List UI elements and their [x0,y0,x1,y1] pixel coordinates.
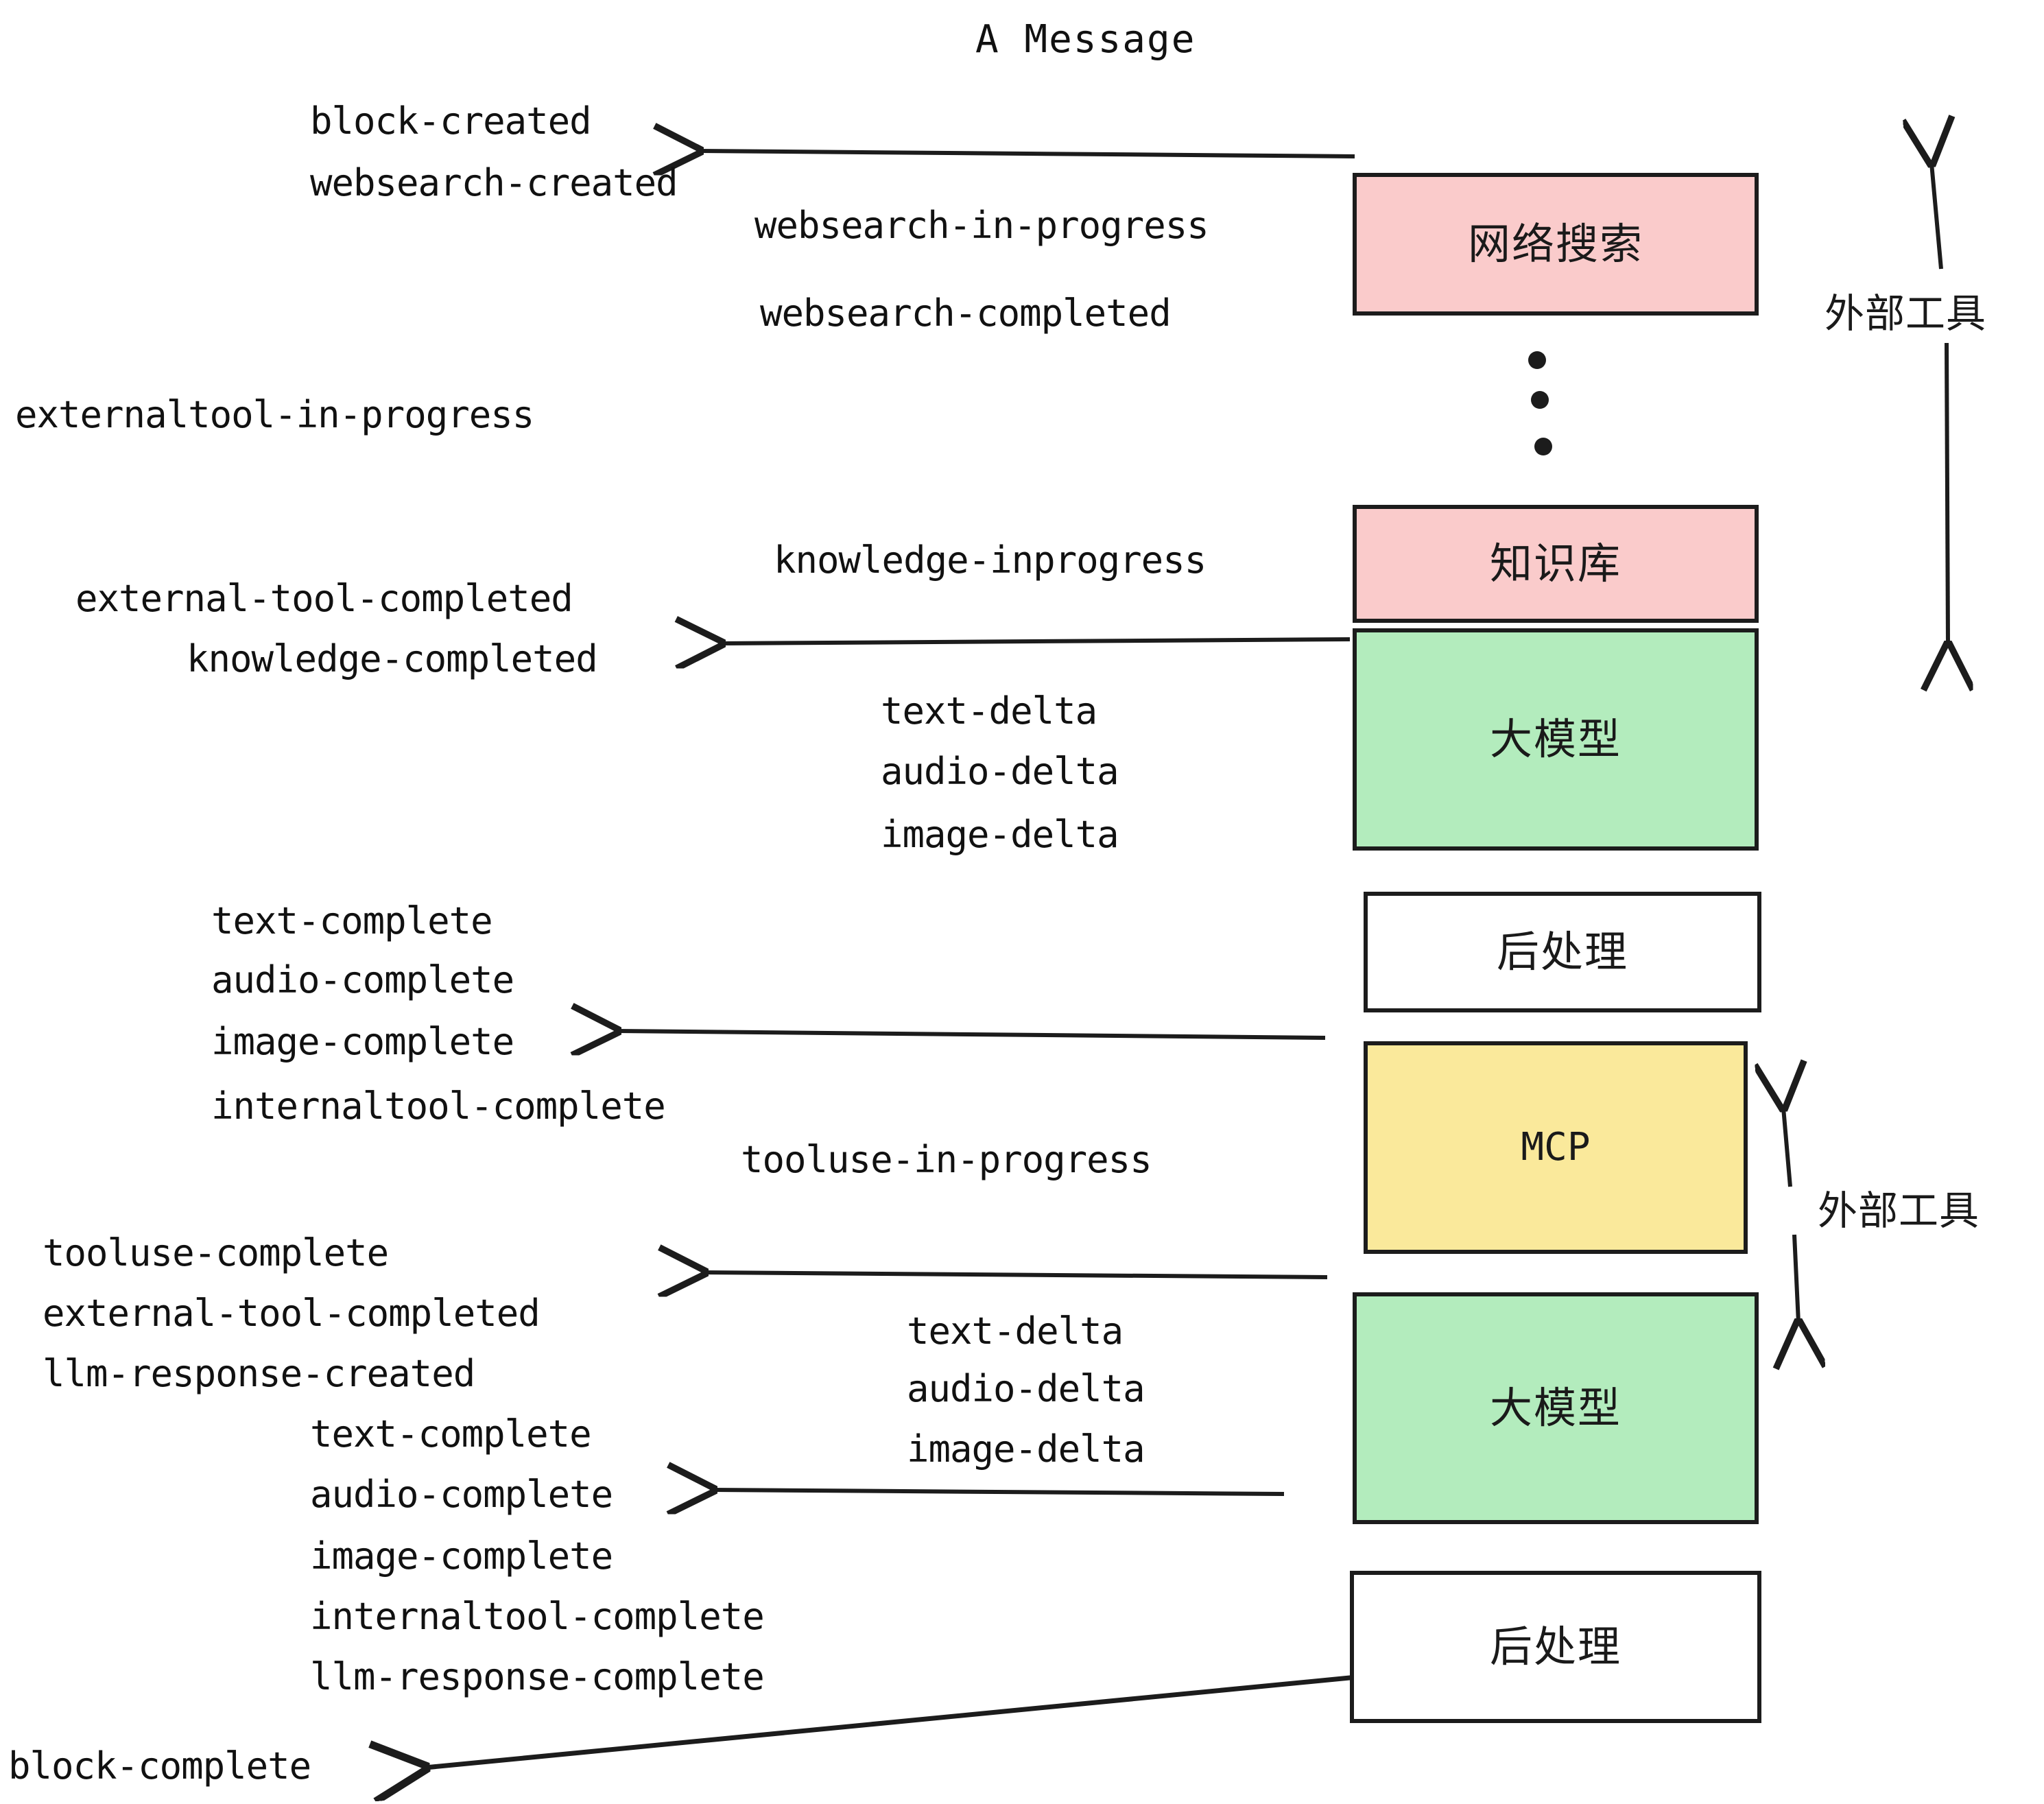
event-image-delta-1: image-delta [881,813,1119,856]
ellipsis-dot-3 [1534,438,1552,455]
box-llm-top[interactable]: 大模型 [1353,628,1759,851]
event-externaltool-in-progress: externaltool-in-progress [15,393,534,436]
arrow-websearch-to-blockcreated [700,151,1355,156]
box-llm-bottom-label: 大模型 [1489,1383,1621,1433]
box-post-bottom-label: 后处理 [1489,1622,1621,1672]
box-mcp-label: MCP [1521,1125,1591,1170]
box-llm-top-label: 大模型 [1489,714,1621,764]
event-llm-response-complete: llm-response-complete [310,1655,765,1698]
arrow-external-tool-bottom-up [1783,1108,1790,1187]
event-text-delta-2: text-delta [907,1309,1124,1353]
event-knowledge-completed: knowledge-completed [187,637,598,680]
event-image-complete-2: image-complete [310,1534,613,1578]
event-audio-complete-1: audio-complete [211,958,514,1001]
event-knowledge-inprogress: knowledge-inprogress [774,538,1207,582]
event-image-delta-2: image-delta [907,1427,1145,1471]
box-knowledge-label: 知识库 [1489,538,1621,589]
arrow-external-tool-top-up [1932,163,1941,270]
box-post-top-label: 后处理 [1496,927,1628,977]
arrow-mcp-to-toolusecomplete [704,1272,1328,1277]
event-audio-delta-1: audio-delta [881,750,1119,793]
event-websearch-created: websearch-created [310,161,678,204]
side-label-external-tool-top: 外部工具 [1825,290,1987,337]
box-post-top[interactable]: 后处理 [1364,892,1761,1012]
box-post-bottom[interactable]: 后处理 [1350,1571,1761,1723]
side-label-external-tool-bottom: 外部工具 [1818,1187,1980,1234]
event-llm-response-created: llm-response-created [43,1352,475,1395]
event-websearch-completed: websearch-completed [760,292,1172,335]
arrow-llm-to-audiocomplete [713,1490,1285,1494]
arrow-external-tool-top-down [1947,342,1948,645]
event-external-tool-completed-2: external-tool-completed [43,1292,540,1335]
event-image-complete-1: image-complete [211,1020,514,1063]
box-websearch[interactable]: 网络搜索 [1353,173,1759,316]
ellipsis-dot-2 [1531,391,1549,409]
box-knowledge[interactable]: 知识库 [1353,505,1759,623]
box-llm-bottom[interactable]: 大模型 [1353,1292,1759,1524]
arrow-llm-to-knowledgecompleted [722,639,1351,643]
event-tooluse-complete: tooluse-complete [43,1231,389,1274]
event-audio-delta-2: audio-delta [907,1367,1145,1410]
arrow-external-tool-bottom-down [1794,1234,1798,1322]
event-text-delta-1: text-delta [881,689,1097,733]
box-mcp[interactable]: MCP [1364,1041,1748,1254]
event-block-complete: block-complete [8,1744,311,1788]
ellipsis-dot-1 [1528,351,1546,369]
event-text-complete-2: text-complete [310,1412,592,1456]
event-block-created: block-created [310,99,592,143]
event-internaltool-complete-1: internaltool-complete [211,1084,666,1128]
event-external-tool-completed-1: external-tool-completed [75,577,573,620]
page-title: A Message [975,17,1196,62]
event-audio-complete-2: audio-complete [310,1473,613,1516]
event-internaltool-complete-2: internaltool-complete [310,1595,765,1638]
event-websearch-in-progress: websearch-in-progress [754,204,1209,247]
event-text-complete-1: text-complete [211,899,493,942]
event-tooluse-in-progress: tooluse-in-progress [741,1138,1152,1181]
arrow-post-to-imagecomplete [617,1031,1326,1038]
box-websearch-label: 网络搜索 [1467,219,1643,269]
